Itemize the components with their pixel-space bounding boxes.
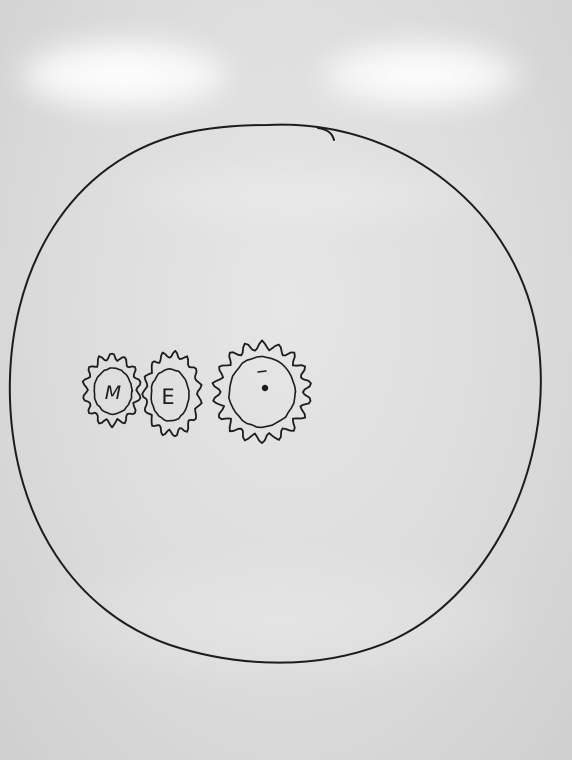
blob-middle-letter: E bbox=[161, 385, 174, 409]
blob-right-outer bbox=[211, 339, 312, 444]
blob-right-dot bbox=[261, 384, 269, 392]
blob-left-inner bbox=[93, 367, 134, 416]
blob-left-outer bbox=[81, 352, 142, 429]
blob-right-dash bbox=[257, 370, 267, 373]
blob-right-inner bbox=[228, 355, 297, 429]
outer-circle-tail bbox=[317, 127, 335, 141]
outer-circle bbox=[8, 123, 542, 664]
light-glare-right bbox=[320, 42, 520, 108]
light-glare-left bbox=[20, 40, 230, 110]
blob-middle-outer bbox=[141, 349, 203, 438]
light-glare-mid bbox=[120, 165, 480, 225]
blob-middle-inner bbox=[150, 368, 190, 422]
blob-left-letter: M bbox=[105, 382, 121, 404]
